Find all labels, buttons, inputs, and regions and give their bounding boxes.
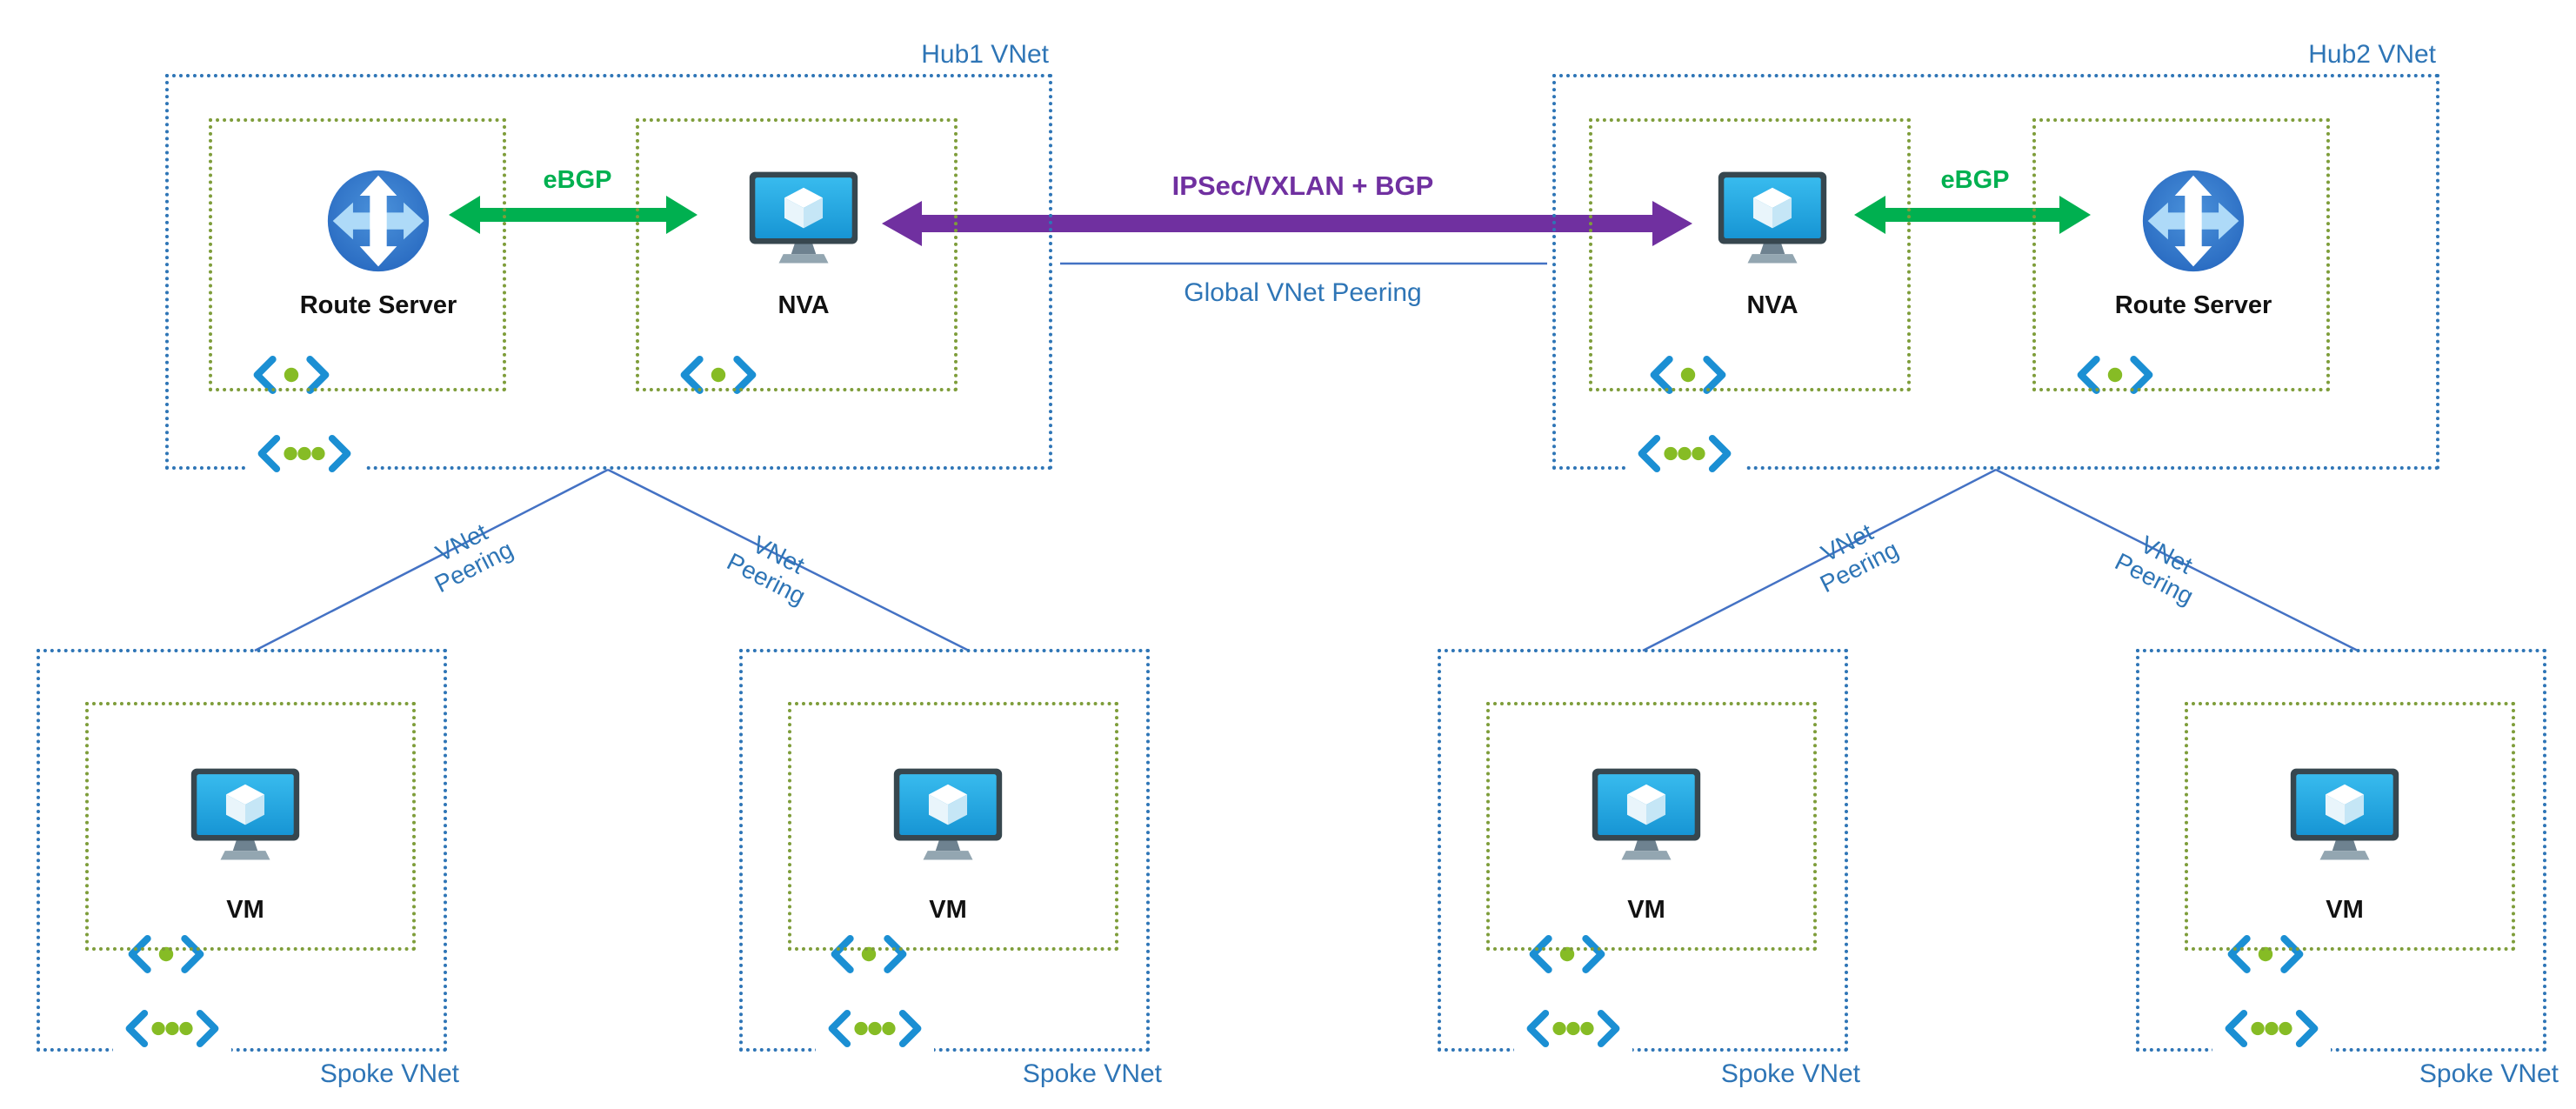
subnet-icon	[240, 347, 343, 403]
hub1-nva-subnet	[636, 118, 958, 391]
ebgp-arrow	[449, 196, 697, 234]
ipsec-vxlan-bgp-label: IPSec/VXLAN + BGP	[1171, 170, 1434, 201]
spoke-subnet	[788, 702, 1118, 951]
subnet-icon	[1637, 347, 1739, 403]
vm-label: VM	[929, 896, 967, 924]
vm-label: VM	[2326, 896, 2364, 924]
hub2-route-server-subnet	[2032, 118, 2330, 391]
vnet-peering-line	[607, 468, 970, 652]
virtual-network-icon	[1514, 1002, 1632, 1055]
nva-label: NVA	[777, 291, 830, 319]
virtual-network-icon	[2212, 1002, 2331, 1055]
vm-label: VM	[1627, 896, 1665, 924]
subnet-icon	[2214, 926, 2317, 982]
hub2-vnet-container: NVA Route Server eBGP	[1552, 74, 2439, 480]
virtual-network-icon	[1625, 427, 1744, 480]
route-server-label: Route Server	[2114, 291, 2272, 319]
hub1-vnet-container: Route Server NVA eBGP	[165, 74, 1052, 480]
spoke-vnet-label: Spoke VNet	[1720, 1059, 1860, 1088]
spoke-vnet-label: Spoke VNet	[319, 1059, 459, 1088]
hub1-vnet-label: Hub1 VNet	[921, 40, 1049, 69]
spoke-subnet	[85, 702, 416, 951]
route-server-label: Route Server	[299, 291, 457, 319]
subnet-icon	[2064, 347, 2166, 403]
spoke-subnet	[2185, 702, 2515, 951]
spoke-vnet-container: VM Spoke VNet	[2136, 649, 2559, 1088]
subnet-icon	[1516, 926, 1618, 982]
subnet-icon	[115, 926, 217, 982]
spoke-vnet-container: VM Spoke VNet	[1438, 649, 1860, 1088]
subnet-icon	[818, 926, 920, 982]
vm-label: VM	[226, 896, 264, 924]
spoke-subnet	[1486, 702, 1817, 951]
hub1-route-server-subnet	[209, 118, 506, 391]
virtual-network-icon	[113, 1002, 231, 1055]
ebgp-label: eBGP	[543, 166, 612, 194]
spoke-vnet-label: Spoke VNet	[2419, 1059, 2559, 1088]
vnet-peering-line	[1995, 468, 2359, 652]
ebgp-label: eBGP	[1940, 166, 2010, 194]
virtual-network-icon	[816, 1002, 934, 1055]
virtual-network-icon	[245, 427, 364, 480]
global-vnet-peering-label: Global VNet Peering	[1184, 278, 1422, 307]
spoke-vnet-label: Spoke VNet	[1022, 1059, 1162, 1088]
hub2-vnet-label: Hub2 VNet	[2308, 40, 2436, 69]
ipsec-vxlan-bgp-arrow	[882, 201, 1692, 246]
spoke-vnet-container: VM Spoke VNet	[739, 649, 1162, 1088]
hub2-nva-subnet	[1589, 118, 1911, 391]
vnet-peering-line	[254, 468, 609, 652]
subnet-icon	[667, 347, 770, 403]
ebgp-arrow	[1854, 196, 2091, 234]
vnet-peering-line	[1642, 468, 1997, 652]
spoke-vnet-container: VM Spoke VNet	[37, 649, 459, 1088]
nva-label: NVA	[1746, 291, 1799, 319]
